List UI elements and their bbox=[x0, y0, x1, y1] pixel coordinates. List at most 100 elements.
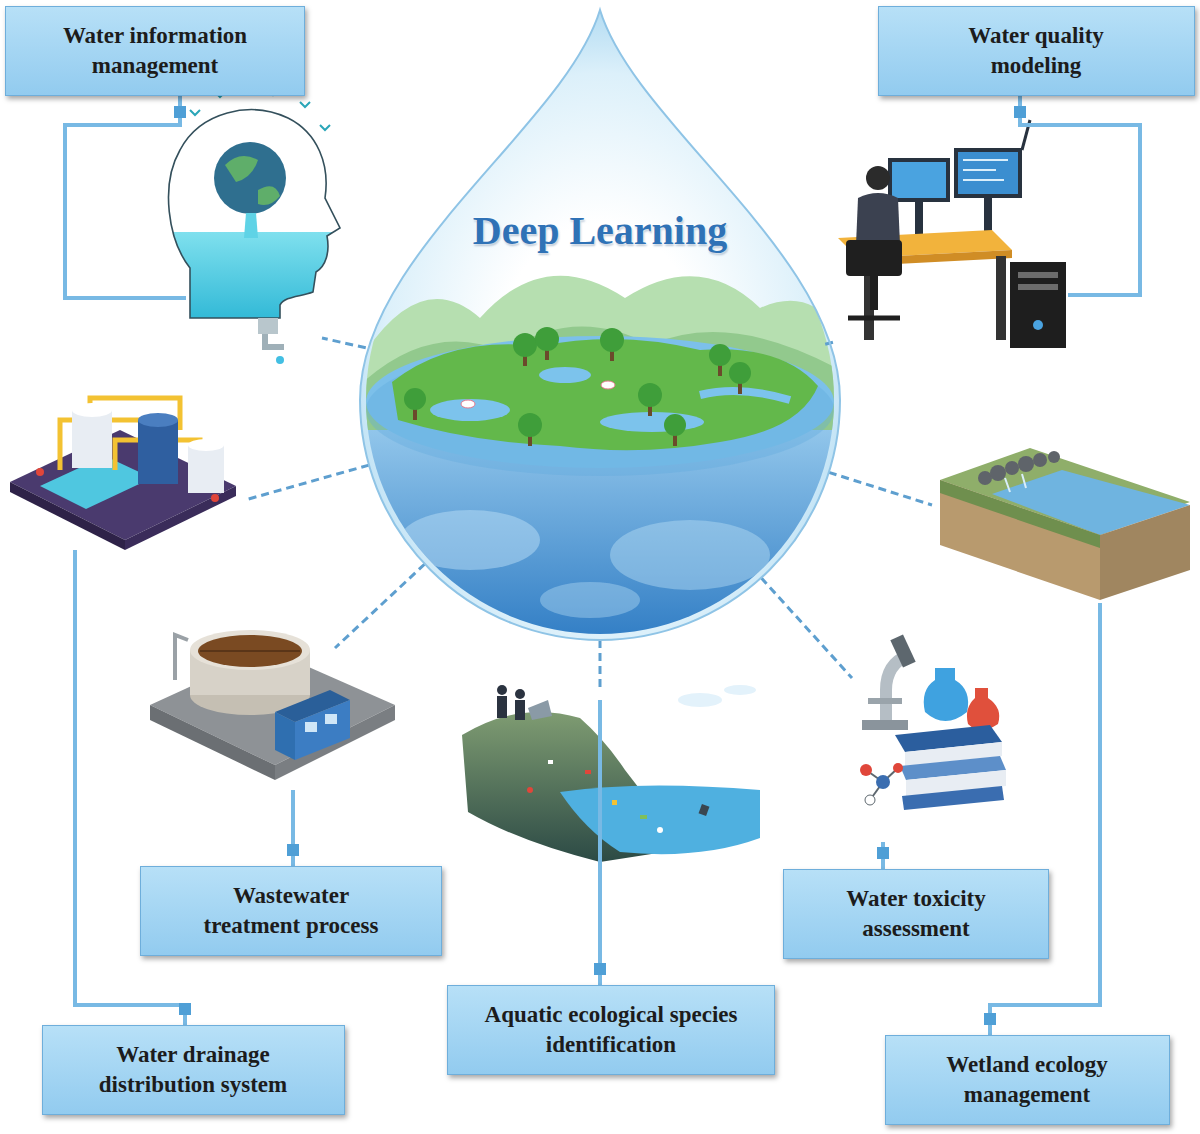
computer-desk-icon-part bbox=[954, 148, 1022, 198]
brain-water-icon-part-part bbox=[300, 102, 310, 107]
polluted-shore-icon-part bbox=[528, 700, 552, 720]
water-treatment-plant-icon-part bbox=[60, 398, 200, 470]
box-label: Wastewater treatment process bbox=[184, 881, 399, 941]
water-drop-part-part bbox=[539, 367, 591, 383]
water-treatment-plant-icon-part bbox=[211, 494, 219, 502]
link-end-square bbox=[877, 847, 889, 859]
brain-water-icon-part bbox=[160, 232, 350, 322]
lab-equipment-icon-part bbox=[924, 668, 968, 721]
water-drop-part-part-part bbox=[601, 381, 615, 389]
link-end-square bbox=[594, 963, 606, 975]
water-treatment-plant-icon-part bbox=[72, 410, 112, 468]
water-drop-part-part-part bbox=[709, 344, 731, 366]
polluted-shore-icon-part bbox=[724, 685, 756, 695]
wetland-dam-icon-part bbox=[940, 480, 1100, 600]
water-drop-part-part-part bbox=[600, 328, 624, 352]
polluted-shore-icon bbox=[462, 685, 760, 862]
water-treatment-plant-icon-part bbox=[36, 468, 44, 476]
connector bbox=[761, 578, 889, 869]
water-drop-part-part bbox=[392, 339, 818, 450]
water-treatment-plant-icon-part bbox=[138, 420, 178, 484]
box-label: Water quality modeling bbox=[936, 21, 1136, 81]
lab-equipment-icon-part bbox=[890, 634, 915, 667]
water-drop-part-part bbox=[461, 381, 615, 408]
brain-water-icon-part bbox=[262, 334, 284, 350]
computer-desk-icon-part-part bbox=[963, 169, 996, 171]
link-end-square bbox=[174, 106, 186, 118]
computer-desk-icon-part bbox=[1018, 284, 1058, 290]
link-end-square bbox=[179, 1003, 191, 1015]
core-title: Deep Learning bbox=[473, 207, 727, 254]
computer-desk-icon-part bbox=[1033, 320, 1043, 330]
water-drop-part-part bbox=[700, 391, 790, 400]
lab-equipment-icon-part bbox=[865, 795, 875, 805]
wastewater-plant-icon-part bbox=[200, 650, 300, 652]
wetland-dam-icon-part-part bbox=[1018, 456, 1034, 472]
link-end-square bbox=[287, 844, 299, 856]
water-drop bbox=[360, 10, 840, 645]
wastewater-plant-icon-part bbox=[175, 635, 188, 680]
link-end-square bbox=[1014, 106, 1026, 118]
water-drop-part-part bbox=[404, 327, 751, 437]
drop-border bbox=[360, 10, 840, 640]
polluted-shore-icon-part bbox=[560, 785, 760, 854]
lab-equipment-icon-part bbox=[893, 763, 903, 773]
brain-water-icon-part bbox=[225, 156, 258, 182]
water-treatment-plant-icon-part bbox=[188, 439, 224, 451]
computer-desk-icon-part bbox=[888, 158, 950, 202]
connector bbox=[594, 640, 606, 985]
water-drop-part-part bbox=[430, 399, 510, 421]
water-drop-part-part-part bbox=[404, 388, 426, 410]
computer-desk-icon-part bbox=[1018, 272, 1058, 278]
brain-water-icon-part bbox=[258, 318, 278, 334]
dashed-link bbox=[322, 338, 366, 348]
computer-desk-icon-part bbox=[915, 202, 923, 234]
brain-water-icon-part bbox=[276, 356, 284, 364]
application-box: Wetland ecology management bbox=[885, 1035, 1170, 1125]
drop-outline bbox=[355, 5, 845, 645]
computer-desk-icon-part bbox=[846, 240, 902, 276]
lab-equipment-icon-part bbox=[868, 698, 902, 704]
dashed-link bbox=[599, 640, 602, 688]
application-box: Water information management bbox=[5, 6, 305, 96]
water-treatment-plant-icon-part bbox=[10, 430, 236, 540]
lab-equipment-icon-part bbox=[860, 764, 872, 776]
connector bbox=[822, 96, 1140, 345]
brain-water-icon-part-part bbox=[320, 125, 330, 130]
wetland-dam-icon-part-part bbox=[1033, 453, 1047, 467]
computer-desk-icon-part bbox=[848, 316, 900, 321]
polluted-shore-icon-part-part bbox=[497, 696, 507, 718]
wastewater-plant-icon bbox=[150, 630, 395, 780]
wetland-dam-icon-part bbox=[940, 480, 1100, 548]
wastewater-plant-icon-part bbox=[190, 630, 310, 670]
box-label: Water information management bbox=[25, 21, 285, 81]
computer-desk-icon-part bbox=[958, 152, 1018, 194]
polluted-shore-icon-part bbox=[497, 685, 525, 720]
wetland-dam-icon-part-part bbox=[1048, 451, 1060, 463]
polluted-shore-icon-part bbox=[527, 760, 709, 833]
box-label: Water toxicity assessment bbox=[801, 884, 1031, 944]
brain-water-icon-part bbox=[214, 142, 286, 214]
application-box: Aquatic ecological species identificatio… bbox=[447, 985, 775, 1075]
polluted-shore-icon-part-part bbox=[657, 827, 663, 833]
lab-equipment-icon-part bbox=[967, 688, 999, 730]
polluted-shore-icon-part-part bbox=[585, 770, 591, 774]
polluted-shore-icon-part-part bbox=[548, 760, 553, 764]
polluted-shore-icon-part-part bbox=[699, 804, 710, 816]
wastewater-plant-icon-part bbox=[198, 635, 302, 667]
polluted-shore-icon-part-part bbox=[527, 787, 533, 793]
polluted-shore-icon-part-part bbox=[640, 815, 647, 819]
water-drop-part-part bbox=[413, 346, 742, 446]
brain-water-icon-part bbox=[169, 110, 340, 318]
water-drop-part-part bbox=[540, 582, 640, 618]
computer-desk-icon-part bbox=[892, 162, 946, 198]
dashed-link bbox=[829, 472, 932, 505]
connector bbox=[65, 96, 366, 348]
water-treatment-plant-icon-part bbox=[72, 403, 112, 417]
application-box: Water quality modeling bbox=[878, 6, 1195, 96]
box-label: Aquatic ecological species identificatio… bbox=[480, 1000, 742, 1060]
dashed-link bbox=[761, 578, 852, 678]
